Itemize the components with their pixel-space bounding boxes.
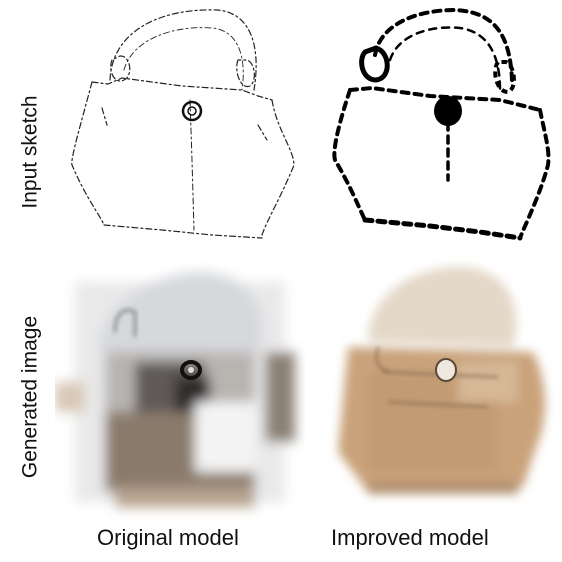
row-label-generated-image: Generated image [18, 315, 42, 479]
generated-improved-panel [308, 252, 562, 522]
generated-original-panel [55, 252, 305, 522]
column-label-original-model: Original model [97, 525, 239, 550]
clasp-icon [181, 100, 203, 122]
sketch-improved-image [332, 7, 551, 241]
clasp-icon [435, 358, 457, 382]
clasp-icon [180, 360, 202, 380]
sketch-improved-panel [310, 0, 560, 255]
sketch-original-panel [62, 0, 302, 255]
generated-improved-image [338, 266, 545, 494]
column-label-improved-model: Improved model [331, 525, 489, 550]
clasp-icon [434, 96, 462, 126]
generated-original-image [55, 272, 295, 507]
row-label-input-sketch: Input sketch [18, 95, 42, 209]
sketch-original-image [71, 9, 295, 239]
